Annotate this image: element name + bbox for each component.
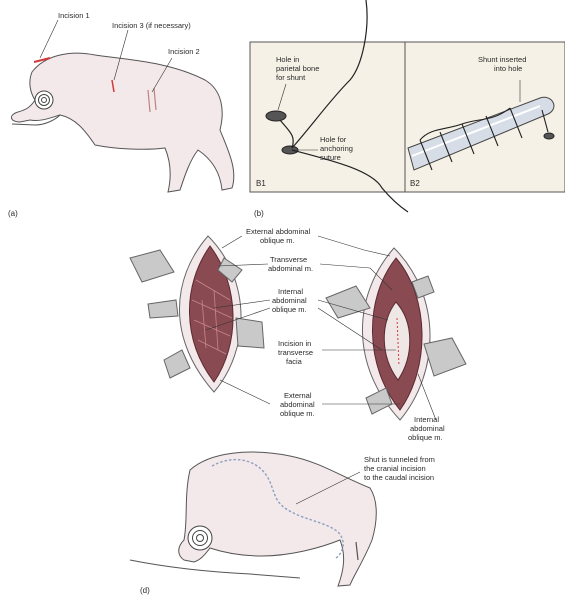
hole-parietal-label-3: for shunt: [276, 73, 306, 82]
shunt-end: [544, 133, 554, 139]
b2-label: B2: [410, 179, 420, 188]
shunt-inserted-label-1: Shunt inserted: [478, 55, 526, 64]
internal-oblique-right-label-3: oblique m.: [408, 433, 443, 442]
dog-body-d: [179, 452, 377, 586]
hole-parietal-label-2: parietal bone: [276, 64, 319, 73]
ext-oblique-bottom-label-3: oblique m.: [280, 409, 315, 418]
incision-1-leader: [40, 20, 58, 58]
internal-oblique-label-2: abdominal: [272, 296, 307, 305]
internal-oblique-label-1: Internal: [278, 287, 303, 296]
dog-lower-line-d: [130, 560, 300, 578]
internal-oblique-right-label-1: Internal: [414, 415, 439, 424]
incision-fascia-label-1: Incision in: [278, 339, 311, 348]
ext-oblique-bottom-label-1: External: [284, 391, 312, 400]
internal-oblique-label-3: oblique m.: [272, 305, 307, 314]
panel-a-tag: (a): [8, 209, 18, 218]
panel-d-tag: (d): [140, 586, 150, 595]
left-retractor-1: [130, 250, 174, 282]
ext-oblique-top-leaders: [222, 236, 390, 256]
hole-anchor-label-1: Hole for: [320, 135, 347, 144]
ear-coil-outer-d: [188, 526, 212, 550]
parietal-hole: [266, 111, 286, 121]
incision-fascia-label-2: transverse: [278, 348, 313, 357]
left-retractor-2: [148, 300, 178, 318]
hole-anchor-label-2: anchoring: [320, 144, 353, 153]
tunnel-label-1: Shut is tunneled from: [364, 455, 435, 464]
anchor-hole: [282, 146, 298, 154]
ext-oblique-top-label-1: External abdominal: [246, 227, 311, 236]
panel-a: Incision 1 Incision 3 (if necessary) Inc…: [8, 11, 234, 218]
panel-c: External abdominal oblique m. Transverse…: [130, 227, 466, 442]
incision-2-label: Incision 2: [168, 47, 200, 56]
incision-fascia-label-3: facia: [286, 357, 303, 366]
ear-coil-outer-a: [35, 91, 53, 109]
ext-oblique-top-label-2: oblique m.: [260, 236, 295, 245]
hole-anchor-label-3: suture: [320, 153, 341, 162]
left-retractor-3: [236, 318, 264, 348]
tunnel-label-2: the cranial incision: [364, 464, 426, 473]
b1-label: B1: [256, 179, 266, 188]
hole-parietal-label-1: Hole in: [276, 55, 299, 64]
panel-b: Hole in parietal bone for shunt Hole for…: [250, 0, 565, 218]
right-retractor-2: [424, 338, 466, 376]
incision-1-label: Incision 1: [58, 11, 90, 20]
internal-oblique-right-leader: [418, 374, 436, 420]
panel-d: Shut is tunneled from the cranial incisi…: [130, 452, 435, 595]
dog-body-a: [11, 53, 233, 192]
panel-b-tag: (b): [254, 209, 264, 218]
tunnel-label-3: to the caudal incision: [364, 473, 434, 482]
internal-oblique-right-label-2: abdominal: [410, 424, 445, 433]
incision-3-label: Incision 3 (if necessary): [112, 21, 191, 30]
transverse-label-1: Transverse: [270, 255, 307, 264]
transverse-label-2: abdominal m.: [268, 264, 313, 273]
left-retractor-4: [164, 350, 190, 378]
shunt-inserted-label-2: into hole: [494, 64, 522, 73]
ext-oblique-bottom-label-2: abdominal: [280, 400, 315, 409]
